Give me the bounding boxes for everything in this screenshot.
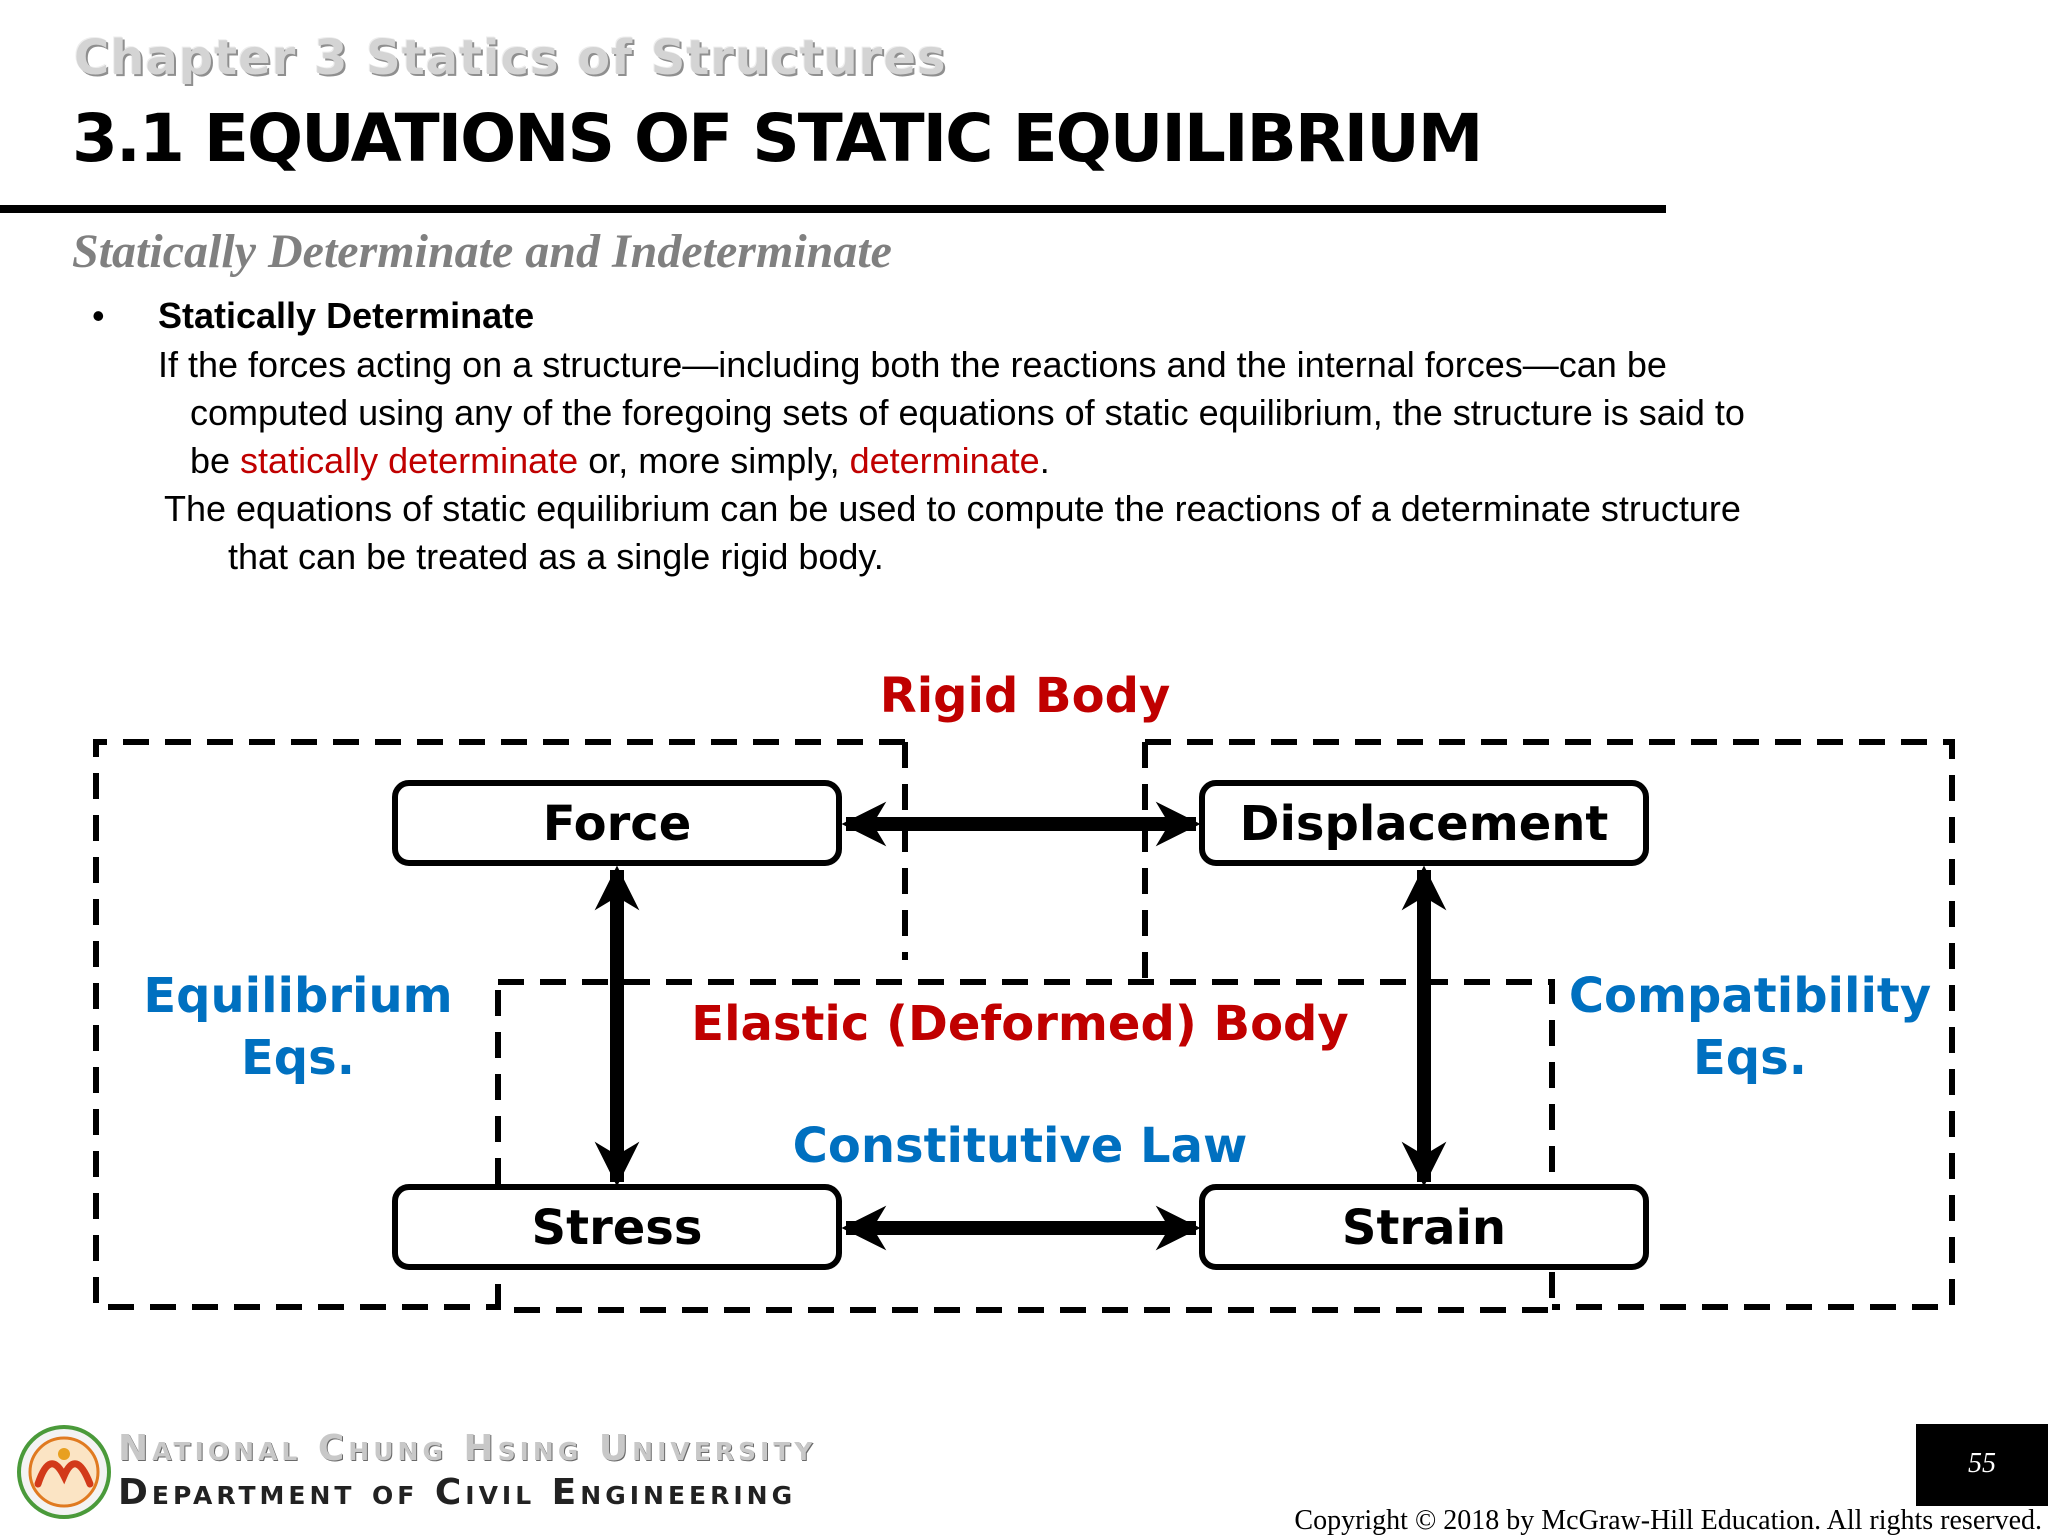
page-number-box: 55 — [1916, 1424, 2048, 1506]
displacement-box — [1199, 780, 1649, 866]
stress-box — [392, 1184, 842, 1270]
bullet-heading: Statically Determinate — [158, 295, 535, 336]
stress-label: Stress — [532, 1200, 703, 1256]
paragraph-line: be statically determinate or, more simpl… — [190, 439, 1050, 483]
elastic-body-label: Elastic (Deformed) Body — [691, 996, 1348, 1052]
paragraph-line: computed using any of the foregoing sets… — [190, 392, 1745, 433]
displacement-label: Displacement — [1240, 796, 1609, 852]
page-number: 55 — [1968, 1448, 1996, 1479]
university-logo-icon — [17, 1425, 111, 1519]
text-run: or, more simply, — [578, 440, 850, 481]
bullet-marker: • — [92, 295, 105, 336]
rigid-body-label: Rigid Body — [880, 668, 1171, 724]
force-box — [392, 780, 842, 866]
rigid-body-right-region — [1145, 739, 1955, 1310]
highlight-term: determinate — [849, 440, 1040, 481]
section-subtitle: Statically Determinate and Indeterminate — [72, 225, 892, 278]
force-label: Force — [543, 796, 692, 852]
text-run: be — [190, 440, 241, 481]
rigid-body-left-region — [93, 739, 905, 1310]
title-divider — [0, 205, 1666, 213]
slide-title: 3.1 EQUATIONS OF STATIC EQUILIBRIUM — [72, 100, 1483, 177]
equilibrium-eqs-label: Eqs. — [241, 1030, 355, 1086]
university-name: National Chung Hsing University — [118, 1428, 817, 1469]
copyright-notice: Copyright © 2018 by McGraw-Hill Educatio… — [1294, 1505, 2042, 1536]
equilibrium-diagram: Force Displacement Stress Strain Rigid B… — [93, 668, 1955, 1313]
department-name: Department of Civil Engineering — [118, 1472, 797, 1513]
highlight-term: statically determinate — [240, 440, 579, 481]
paragraph-line: that can be treated as a single rigid bo… — [228, 536, 884, 577]
chapter-title: Chapter 3 Statics of Structures — [74, 30, 947, 86]
strain-label: Strain — [1342, 1200, 1506, 1256]
paragraph-line: The equations of static equilibrium can … — [164, 488, 1741, 529]
compatibility-label: Compatibility — [1569, 968, 1931, 1024]
strain-box — [1199, 1184, 1649, 1270]
compatibility-eqs-label: Eqs. — [1693, 1030, 1807, 1086]
paragraph-line: If the forces acting on a structure—incl… — [158, 344, 1667, 385]
constitutive-law-label: Constitutive Law — [793, 1118, 1248, 1174]
equilibrium-label: Equilibrium — [143, 968, 452, 1024]
text-run: . — [1039, 440, 1050, 481]
